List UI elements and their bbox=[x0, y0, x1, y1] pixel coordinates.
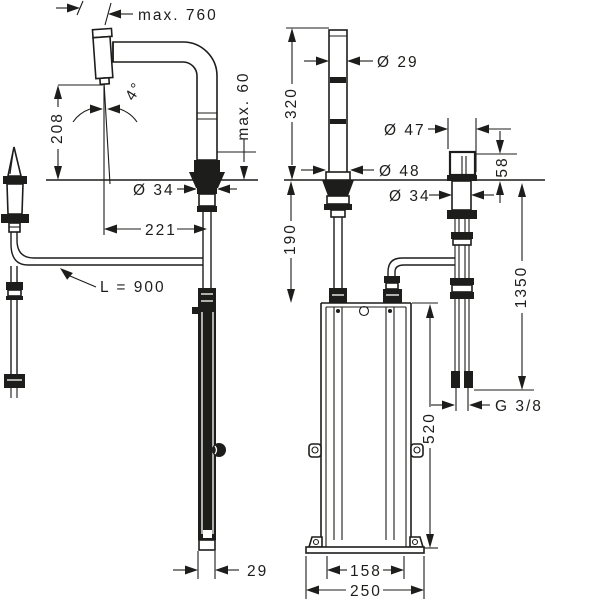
dim-height-adjustment-label: max. 60 bbox=[235, 71, 252, 140]
dim-column-height: 320 bbox=[283, 28, 300, 180]
dim-spout-height: 208 bbox=[49, 85, 66, 180]
dim-thread: G 3/8 bbox=[431, 398, 543, 415]
dim-column-height-label: 320 bbox=[283, 87, 300, 119]
dim-escutcheon-diameter-label: Ø 34 bbox=[133, 182, 175, 199]
dim-spout-reach: 221 bbox=[104, 222, 207, 239]
dimension-annotations: max. 760 4° 208 max. 60 Ø 34 bbox=[49, 0, 543, 600]
dim-box-depth-label: 29 bbox=[247, 563, 268, 580]
dim-shank-depth: 190 bbox=[282, 181, 299, 303]
dim-height-adjustment: max. 60 bbox=[235, 71, 252, 180]
dim-box-width-inner-label: 158 bbox=[350, 563, 382, 580]
dim-escutcheon-diameter: Ø 34 bbox=[133, 182, 237, 199]
dim-box-depth: 29 bbox=[173, 563, 268, 580]
dim-max-pullout-label: max. 760 bbox=[138, 7, 218, 24]
dim-handle-shank-diameter: Ø 34 bbox=[389, 188, 494, 205]
dim-spout-reach-label: 221 bbox=[145, 222, 177, 239]
dim-spout-height-label: 208 bbox=[49, 112, 66, 144]
dim-connection-length: 1350 bbox=[513, 183, 530, 390]
dim-handle-diameter-label: Ø 47 bbox=[384, 122, 426, 139]
handspray bbox=[1, 146, 203, 398]
dim-base-plate-width-label: 250 bbox=[350, 583, 382, 600]
dim-handle-diameter: Ø 47 bbox=[384, 122, 511, 139]
dim-connection-length-label: 1350 bbox=[513, 266, 530, 308]
dim-spout-diameter-label: Ø 29 bbox=[377, 54, 419, 71]
dim-handle-shank-diameter-label: Ø 34 bbox=[389, 188, 431, 205]
side-view bbox=[1, 27, 226, 551]
dim-swivel-angle-label: 4° bbox=[122, 79, 146, 104]
front-view bbox=[305, 29, 455, 554]
dim-thread-label: G 3/8 bbox=[495, 398, 543, 415]
dim-box-height: 520 bbox=[421, 304, 438, 548]
dim-shank-depth-label: 190 bbox=[282, 223, 299, 255]
dim-base-plate-width: 250 bbox=[306, 583, 424, 600]
dim-max-pullout: max. 760 bbox=[56, 0, 218, 26]
dim-hose-length: L = 900 bbox=[60, 268, 166, 296]
dim-hose-length-label: L = 900 bbox=[100, 279, 166, 296]
dim-handle-height-label: 58 bbox=[494, 156, 511, 177]
dim-box-height-label: 520 bbox=[421, 412, 438, 444]
connection-hose bbox=[383, 257, 455, 303]
mounting-box-front bbox=[305, 302, 425, 554]
dim-box-width-inner: 158 bbox=[327, 563, 404, 580]
dim-handle-height: 58 bbox=[494, 131, 511, 203]
spray-head bbox=[91, 27, 114, 86]
spout bbox=[112, 41, 225, 308]
dim-base-diameter-label: Ø 48 bbox=[379, 163, 421, 180]
valve-unit-view bbox=[447, 150, 477, 397]
faucet-column bbox=[322, 29, 354, 303]
dim-spout-diameter: Ø 29 bbox=[304, 54, 419, 71]
mounting-box-side bbox=[192, 307, 226, 551]
dim-base-diameter: Ø 48 bbox=[301, 163, 421, 180]
